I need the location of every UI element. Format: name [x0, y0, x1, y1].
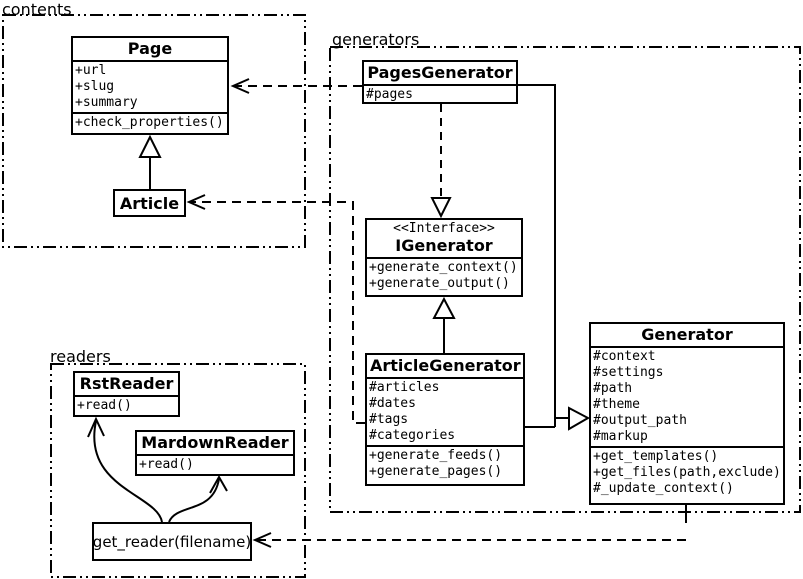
member-row: +generate_output() [369, 276, 510, 291]
class-rst-reader-title: RstReader [75, 373, 178, 397]
open-arrowhead-getreader [252, 532, 272, 548]
hollow-triangle-generator-left [568, 406, 591, 431]
class-rst-reader-methods: +read() [75, 397, 178, 415]
interface-igenerator: <<Interface>> IGenerator +generate_conte… [365, 218, 523, 297]
class-page-attributes: +url+slug+summary [73, 62, 227, 112]
member-row: #tags [369, 412, 409, 427]
open-arrowhead-rstreader [87, 416, 105, 438]
hollow-triangle-page-bottom [138, 134, 162, 158]
function-get-reader: get_reader(filename) [92, 522, 252, 561]
open-arrowhead-page [230, 78, 250, 94]
class-rst-reader: RstReader +read() [73, 371, 180, 417]
interface-stereotype: <<Interface>> [393, 221, 495, 236]
member-row: +read() [139, 457, 194, 472]
member-row: +get_templates() [593, 449, 719, 464]
class-generator: Generator #context#settings#path#theme#o… [589, 322, 785, 505]
class-page: Page +url+slug+summary +check_properties… [71, 36, 229, 135]
member-row: +generate_pages() [369, 464, 503, 479]
member-row: #dates [369, 396, 416, 411]
member-row: #path [593, 381, 633, 396]
class-pages-generator-attributes: #pages [364, 86, 516, 102]
class-article-generator-attributes: #articles#dates#tags#categories [367, 379, 523, 445]
member-row: +read() [77, 398, 132, 413]
member-row: +url [75, 63, 107, 78]
member-row: +slug [75, 79, 115, 94]
member-row: +check_properties() [75, 115, 224, 130]
class-article-generator: ArticleGenerator #articles#dates#tags#ca… [365, 353, 525, 486]
function-get-reader-label: get_reader(filename) [92, 532, 252, 551]
class-page-title: Page [73, 38, 227, 62]
member-row: #theme [593, 397, 640, 412]
hollow-triangle-igenerator-top [430, 197, 452, 219]
interface-igenerator-methods: +generate_context()+generate_output() [367, 259, 521, 293]
dependency-articlegenerator-article [189, 201, 365, 424]
class-pages-generator-title: PagesGenerator [364, 62, 516, 86]
class-article-generator-title: ArticleGenerator [367, 355, 523, 379]
class-mardown-reader-methods: +read() [137, 456, 293, 474]
open-arrowhead-mardownreader [209, 474, 228, 494]
class-article-generator-methods: +generate_feeds()+generate_pages() [367, 445, 523, 481]
class-page-methods: +check_properties() [73, 112, 227, 132]
class-generator-attributes: #context#settings#path#theme#output_path… [591, 348, 783, 446]
class-generator-title: Generator [591, 324, 783, 348]
member-row: #_update_context() [593, 481, 734, 496]
class-mardown-reader: MardownReader +read() [135, 430, 295, 476]
call-getreader-mardownreader [168, 478, 220, 523]
member-row: +summary [75, 95, 138, 110]
package-label-readers: readers [50, 347, 111, 366]
member-row: #settings [593, 365, 664, 380]
package-label-generators: generators [332, 30, 420, 49]
member-row: +generate_feeds() [369, 448, 503, 463]
interface-igenerator-title: <<Interface>> IGenerator [367, 220, 521, 259]
member-row: #context [593, 349, 656, 364]
package-label-contents: contents [2, 0, 72, 19]
open-arrowhead-article [186, 194, 206, 210]
member-row: #output_path [593, 413, 687, 428]
class-article-title: Article [119, 193, 180, 213]
class-generator-methods: +get_templates()+get_files(path,exclude)… [591, 446, 783, 498]
interface-igenerator-name: IGenerator [395, 236, 493, 255]
class-pages-generator: PagesGenerator #pages [362, 60, 518, 104]
member-row: #markup [593, 429, 648, 444]
member-row: #articles [369, 380, 440, 395]
member-row: #pages [366, 87, 413, 102]
hollow-triangle-igenerator-bottom [432, 296, 456, 319]
class-article: Article [113, 189, 186, 217]
member-row: +get_files(path,exclude) [593, 465, 781, 480]
member-row: #categories [369, 428, 456, 443]
class-mardown-reader-title: MardownReader [137, 432, 293, 456]
member-row: +generate_context() [369, 260, 518, 275]
